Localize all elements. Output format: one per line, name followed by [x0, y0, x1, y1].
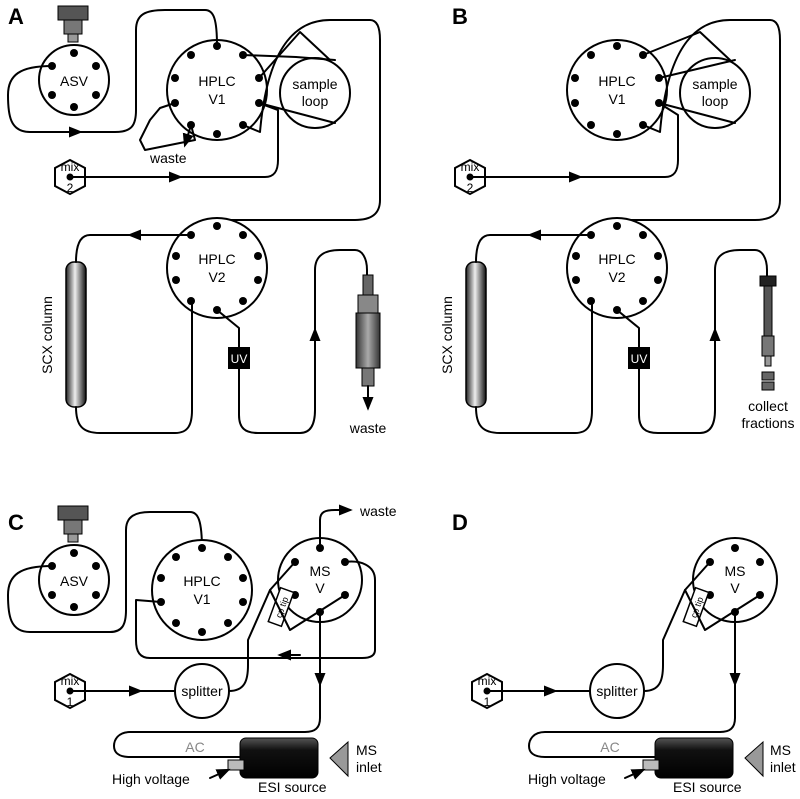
ms-valve-c: MS V: [277, 537, 363, 623]
high-voltage-d-label: High voltage: [528, 771, 606, 787]
mix-a-number: 2: [67, 181, 74, 195]
waste-label-a2: waste: [349, 420, 387, 436]
inlet-d-label: inlet: [770, 759, 796, 775]
esi-source-d: [642, 737, 764, 779]
asv-c-label: ASV: [60, 573, 89, 589]
sample-loop-label-2: loop: [302, 93, 329, 109]
esi-source-c: [227, 737, 349, 779]
ac-label-d: AC: [600, 739, 619, 755]
splitter-d: splitter: [589, 663, 645, 719]
mix-d-number: 1: [484, 695, 491, 709]
scx-column-label-a: SCX column: [39, 296, 55, 374]
hplc-v2: HPLC V2: [166, 217, 268, 319]
uv-detector-b: [628, 347, 650, 369]
sample-loop-b: sample loop: [642, 31, 751, 129]
hplc-v1-c: HPLC V1: [151, 539, 253, 641]
hplc-v2-b-label: HPLC: [598, 251, 635, 267]
panel-label-b: B: [452, 4, 468, 29]
mix-d-label: mix: [478, 674, 497, 688]
asv-to-v1-line: [7, 9, 218, 133]
cp-tip-d: cp tip: [682, 586, 710, 628]
mix-b-number: 2: [467, 181, 474, 195]
splitter-c: splitter: [174, 663, 230, 719]
hplc-v1-b: HPLC V1: [566, 39, 668, 141]
v-c-label: V: [315, 580, 325, 596]
waste-label-c: waste: [359, 503, 397, 519]
uv-detector-a: [228, 347, 250, 369]
uv-label-b: UV: [631, 352, 648, 366]
ms-c-label: MS: [310, 563, 331, 579]
mix-a-label: mix: [61, 160, 80, 174]
fractions-label: fractions: [742, 415, 795, 431]
ac-line-c: [113, 689, 321, 758]
sample-loop-b-label: sample: [692, 76, 737, 92]
fraction-collector: [759, 275, 777, 391]
asv-valve: ASV: [38, 5, 110, 116]
collect-label: collect: [748, 398, 788, 414]
panel-b: B HPLC V1 sample loop: [439, 4, 795, 434]
trap-cartridge-a: [355, 274, 381, 387]
sample-loop-b-label-2: loop: [702, 93, 729, 109]
mix-c-number: 1: [67, 695, 74, 709]
ms-valve-d: MS V: [692, 537, 778, 623]
scx-column-label-b: SCX column: [439, 296, 455, 374]
panel-label-c: C: [8, 510, 24, 535]
panel-d: D MS V cp tip mix 1 split: [452, 510, 796, 795]
uv-label-a: UV: [231, 352, 248, 366]
asv-label: ASV: [60, 73, 89, 89]
high-voltage-c-label: High voltage: [112, 771, 190, 787]
hplc-v2-b: HPLC V2: [566, 217, 668, 319]
sample-loop-label: sample: [292, 76, 337, 92]
scx-column-a: SCX column: [39, 261, 87, 408]
v1-label: V1: [208, 91, 225, 107]
hplc-v2-label: HPLC: [198, 251, 235, 267]
hplc-v1-c-label: HPLC: [183, 573, 220, 589]
panel-label-d: D: [452, 510, 468, 535]
v1-b-label: V1: [608, 91, 625, 107]
panel-label-a: A: [8, 4, 24, 29]
scx-column-b: SCX column: [439, 261, 487, 408]
hplc-v1-b-label: HPLC: [598, 73, 635, 89]
esi-source-c-label: ESI source: [258, 779, 327, 795]
panel-c: C ASV HPLC V1: [7, 503, 397, 795]
panel-a: A ASV HPLC: [7, 4, 387, 436]
ms-d-label: MS: [725, 563, 746, 579]
mix-c-label: mix: [61, 674, 80, 688]
ac-label-c: AC: [185, 739, 204, 755]
sample-loop: sample loop: [242, 31, 351, 129]
hplc-v1-label: HPLC: [198, 73, 235, 89]
waste-label-a1: waste: [149, 150, 187, 166]
mix-b-label: mix: [461, 160, 480, 174]
ms-inlet-d-label: MS: [770, 742, 791, 758]
splitter-c-label: splitter: [181, 683, 223, 699]
waste-line: [139, 102, 196, 151]
esi-source-d-label: ESI source: [673, 779, 742, 795]
asv-valve-c: ASV: [38, 505, 110, 616]
splitter-d-label: splitter: [596, 683, 638, 699]
v-d-label: V: [730, 580, 740, 596]
ms-inlet-c-label: MS: [356, 742, 377, 758]
v2-b-label: V2: [608, 269, 625, 285]
ac-line-d: [528, 689, 736, 758]
v2-label: V2: [208, 269, 225, 285]
cp-tip-c: cp tip: [267, 586, 295, 628]
inlet-c-label: inlet: [356, 759, 382, 775]
v1-c-label: V1: [193, 591, 210, 607]
